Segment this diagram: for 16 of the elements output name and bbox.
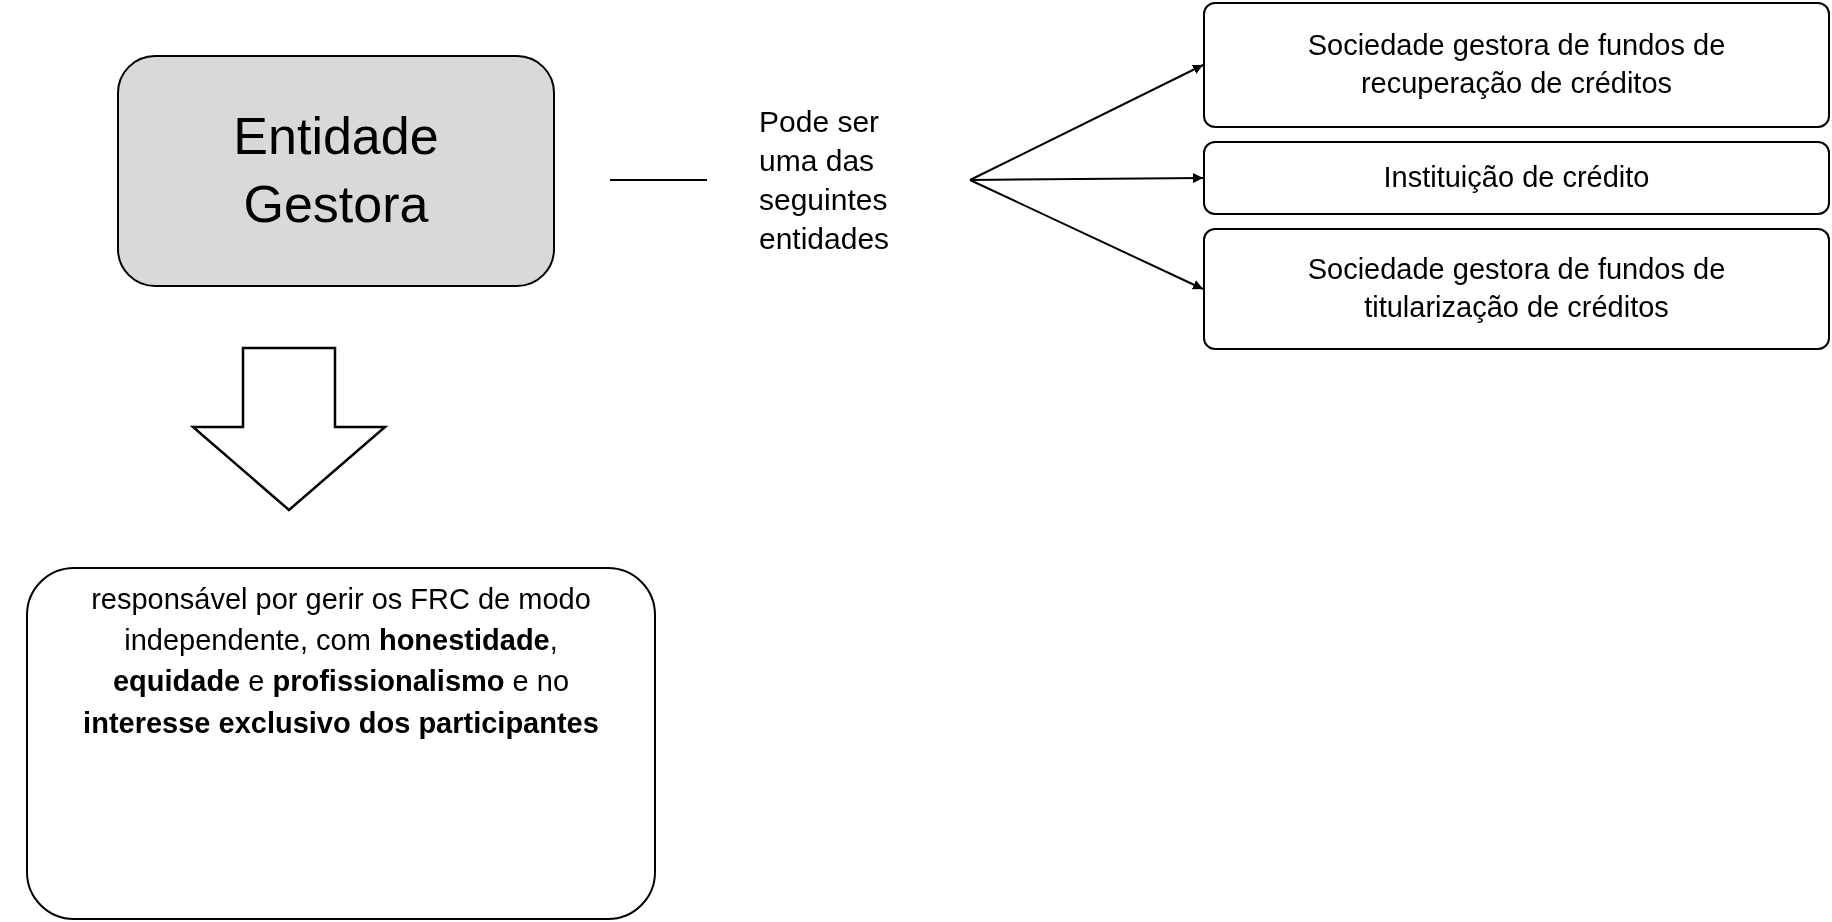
process-box	[117, 55, 555, 287]
box-text: Sociedade gestora de fundos de recuperação de créditos	[1306, 28, 1727, 101]
arrow	[969, 64, 1204, 181]
box-text: responsável por gerir os FRC de modo independente, com honestidade, equidade e profissionalismo e no interesse exclusivo dos participantes	[82, 582, 600, 741]
process-box	[1203, 141, 1830, 215]
arrow	[969, 179, 1204, 290]
note-text: Pode ser uma das seguintes entidades	[759, 104, 891, 257]
box-text: Entidade Gestora	[232, 106, 440, 235]
box-text: Sociedade gestora de fundos de titularização de créditos	[1306, 252, 1727, 325]
process-box	[1203, 2, 1830, 128]
connector-line	[609, 179, 708, 181]
block-arrow	[189, 346, 389, 512]
box-text: Instituição de crédito	[1383, 160, 1650, 196]
arrow	[969, 173, 1204, 184]
process-box	[26, 567, 656, 920]
process-box	[1203, 228, 1830, 350]
